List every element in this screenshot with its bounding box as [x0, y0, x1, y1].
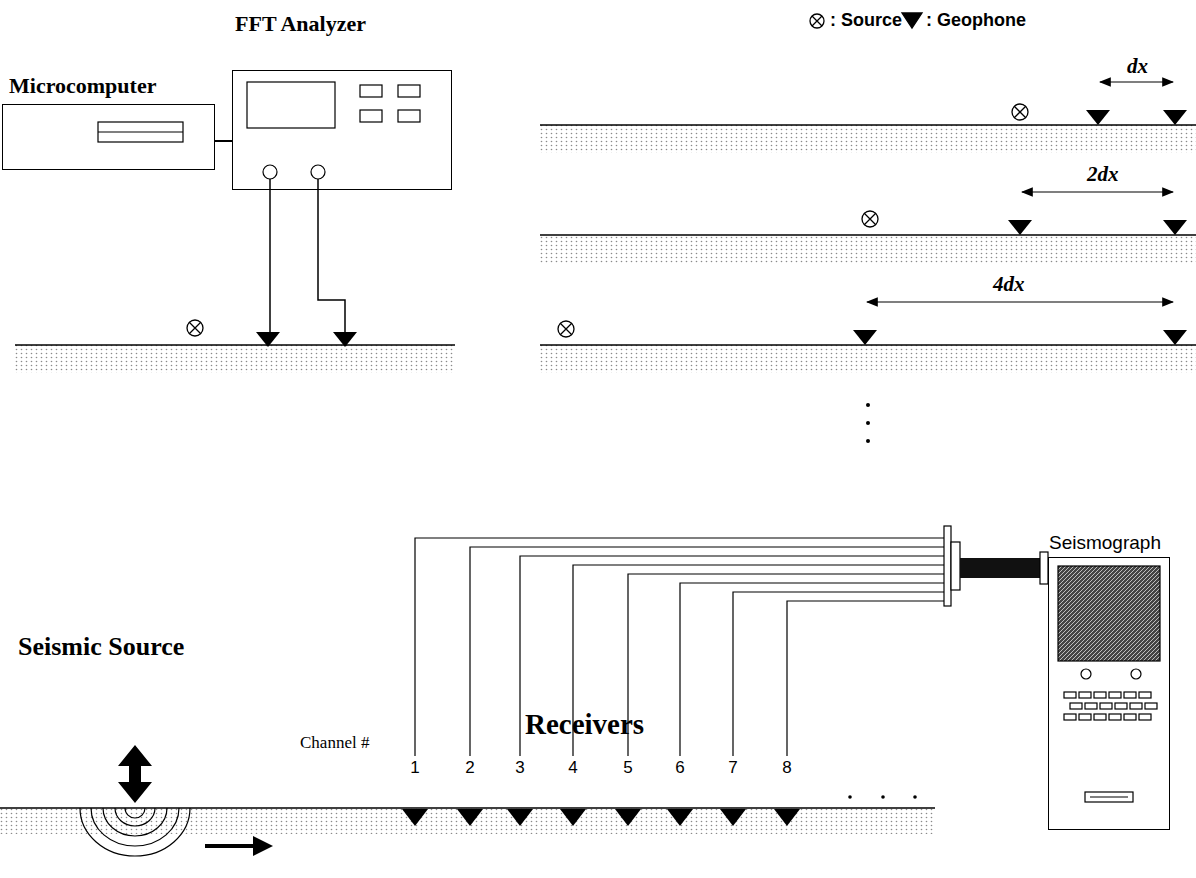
- ground: [0, 125, 1196, 834]
- seismic-source: [80, 745, 273, 856]
- channel-number: 4: [568, 758, 577, 778]
- seismograph-box: Seismograph: [1048, 557, 1170, 830]
- geophone-symbol: [256, 110, 1187, 347]
- data-cable: [215, 140, 232, 142]
- receiver-wire: [520, 556, 944, 756]
- device-label: Seismograph: [1049, 532, 1161, 554]
- geophone-symbol: [402, 809, 428, 826]
- geophone-symbol: [560, 809, 586, 826]
- channel-number: 6: [675, 758, 684, 778]
- dimension-label: 4dx: [993, 272, 1025, 297]
- dimension-label: 2dx: [1087, 162, 1119, 187]
- analyzer-panel: [247, 82, 420, 179]
- seismograph-panel: [1058, 566, 1160, 802]
- receivers-label: Receivers: [525, 708, 644, 741]
- geophone-symbol: [457, 809, 483, 826]
- channel-number: 7: [728, 758, 737, 778]
- channel-label: Channel #: [300, 733, 369, 753]
- geophone-symbol: [667, 809, 693, 826]
- device-label: FFT Analyzer: [235, 11, 366, 37]
- geophone-symbol: [720, 809, 746, 826]
- legend-text: : Source: [830, 10, 902, 31]
- computer-drive: [98, 122, 183, 142]
- device-label: Microcomputer: [9, 73, 156, 99]
- geophone-symbol: [615, 809, 641, 826]
- channel-number: 5: [623, 758, 632, 778]
- receiver-wire: [470, 547, 944, 756]
- source-label: Seismic Source: [18, 632, 184, 662]
- geophone-symbol: [774, 809, 800, 826]
- channel-number: 1: [410, 758, 419, 778]
- channel-number: 3: [515, 758, 524, 778]
- cable: [270, 179, 345, 332]
- cable-connector: [944, 526, 1048, 606]
- computer-box: Microcomputer: [2, 104, 215, 170]
- receiver-wire: [628, 574, 944, 756]
- receiver-wire: [680, 583, 944, 756]
- receiver-wire: [787, 601, 944, 756]
- receiver-wire: [415, 538, 944, 756]
- spacing-dimension: [867, 82, 1173, 302]
- receiver-wire: [733, 592, 944, 756]
- legend-text: : Geophone: [926, 10, 1026, 31]
- channel-number: 2: [465, 758, 474, 778]
- geophone-symbol: [507, 809, 533, 826]
- receiver-array: [402, 538, 944, 826]
- analyzer-box: FFT Analyzer: [232, 70, 452, 190]
- dimension-label: dx: [1127, 54, 1148, 79]
- channel-number: 8: [782, 758, 791, 778]
